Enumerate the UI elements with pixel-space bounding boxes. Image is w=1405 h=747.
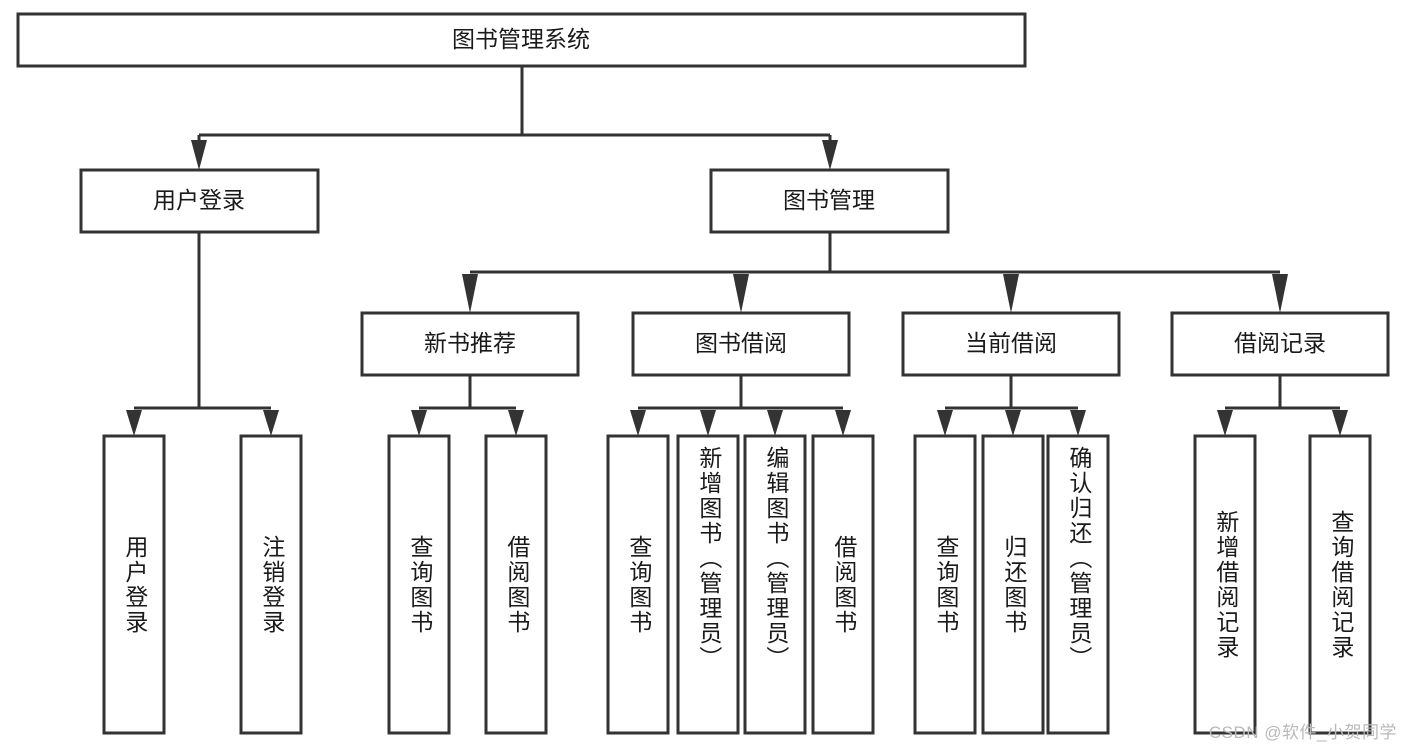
node-new-book-rec[interactable]: 新书推荐 — [360, 311, 580, 377]
arrowhead-leaf-query-book-1 — [411, 410, 427, 436]
arrowhead-leaf-confirm-return — [1070, 410, 1086, 436]
arrowhead-new-book-rec — [462, 274, 478, 313]
leaf-borrow-book-2-box[interactable] — [811, 434, 875, 735]
node-new-book-rec-label: 新书推荐 — [424, 330, 516, 356]
node-root-box[interactable] — [16, 12, 1027, 68]
node-user-login-label: 用户登录 — [153, 187, 245, 213]
node-borrow-record-label: 借阅记录 — [1234, 330, 1326, 356]
node-book-manage[interactable]: 图书管理 — [709, 168, 950, 234]
arrowhead-leaf-borrow-book-2 — [835, 410, 851, 436]
arrowhead-leaf-query-book-2 — [630, 410, 646, 436]
arrowhead-leaf-query-record — [1332, 410, 1348, 436]
watermark-text: CSDN @软件_小贺同学 — [1208, 723, 1397, 742]
arrowhead-leaf-add-record — [1217, 410, 1233, 436]
node-borrow-record-box[interactable] — [1170, 311, 1390, 377]
leaf-box-layer — [102, 434, 1372, 735]
node-new-book-rec-box[interactable] — [360, 311, 580, 377]
arrowhead-borrow-record — [1272, 274, 1288, 313]
arrowhead-book-borrow — [733, 274, 749, 313]
node-current-borrow-box[interactable] — [901, 311, 1121, 377]
node-book-manage-box[interactable] — [709, 168, 950, 234]
node-user-login-box[interactable] — [79, 168, 320, 234]
leaf-query-book-2-box[interactable] — [606, 434, 670, 735]
node-root-label: 图书管理系统 — [452, 26, 590, 52]
leaf-return-book-box[interactable] — [981, 434, 1045, 735]
node-user-login[interactable]: 用户登录 — [79, 168, 320, 234]
arrowhead-leaf-query-book-3 — [937, 410, 953, 436]
leaf-add-record-box[interactable] — [1193, 434, 1257, 735]
leaf-query-book-3-box[interactable] — [913, 434, 977, 735]
arrowhead-leaf-edit-book — [767, 410, 783, 436]
node-current-borrow[interactable]: 当前借阅 — [901, 311, 1121, 377]
node-current-borrow-label: 当前借阅 — [965, 330, 1057, 356]
leaf-logout-box[interactable] — [239, 434, 303, 735]
node-book-borrow-label: 图书借阅 — [695, 330, 787, 356]
arrowhead-leaf-logout — [263, 410, 279, 436]
node-book-manage-label: 图书管理 — [783, 187, 875, 213]
leaf-add-book-box[interactable] — [676, 434, 740, 735]
arrowhead-leaf-add-book — [700, 410, 716, 436]
leaf-query-record-box[interactable] — [1308, 434, 1372, 735]
node-book-borrow[interactable]: 图书借阅 — [631, 311, 851, 377]
leaf-user-login-box[interactable] — [102, 434, 166, 735]
arrowhead-book-manage — [822, 140, 838, 170]
node-borrow-record[interactable]: 借阅记录 — [1170, 311, 1390, 377]
arrowhead-leaf-user-login — [126, 410, 142, 436]
leaf-edit-book-box[interactable] — [743, 434, 807, 735]
node-book-borrow-box[interactable] — [631, 311, 851, 377]
arrowhead-current-borrow — [1003, 274, 1019, 313]
arrowhead-leaf-borrow-book-1 — [508, 410, 524, 436]
arrowhead-user-login — [191, 140, 207, 170]
leaf-borrow-book-1-box[interactable] — [484, 434, 548, 735]
node-root[interactable]: 图书管理系统 — [16, 12, 1027, 68]
arrowhead-leaf-return-book — [1005, 410, 1021, 436]
leaf-query-book-1-box[interactable] — [387, 434, 451, 735]
connector-layer — [126, 66, 1348, 436]
leaf-confirm-return-box[interactable] — [1046, 434, 1110, 735]
